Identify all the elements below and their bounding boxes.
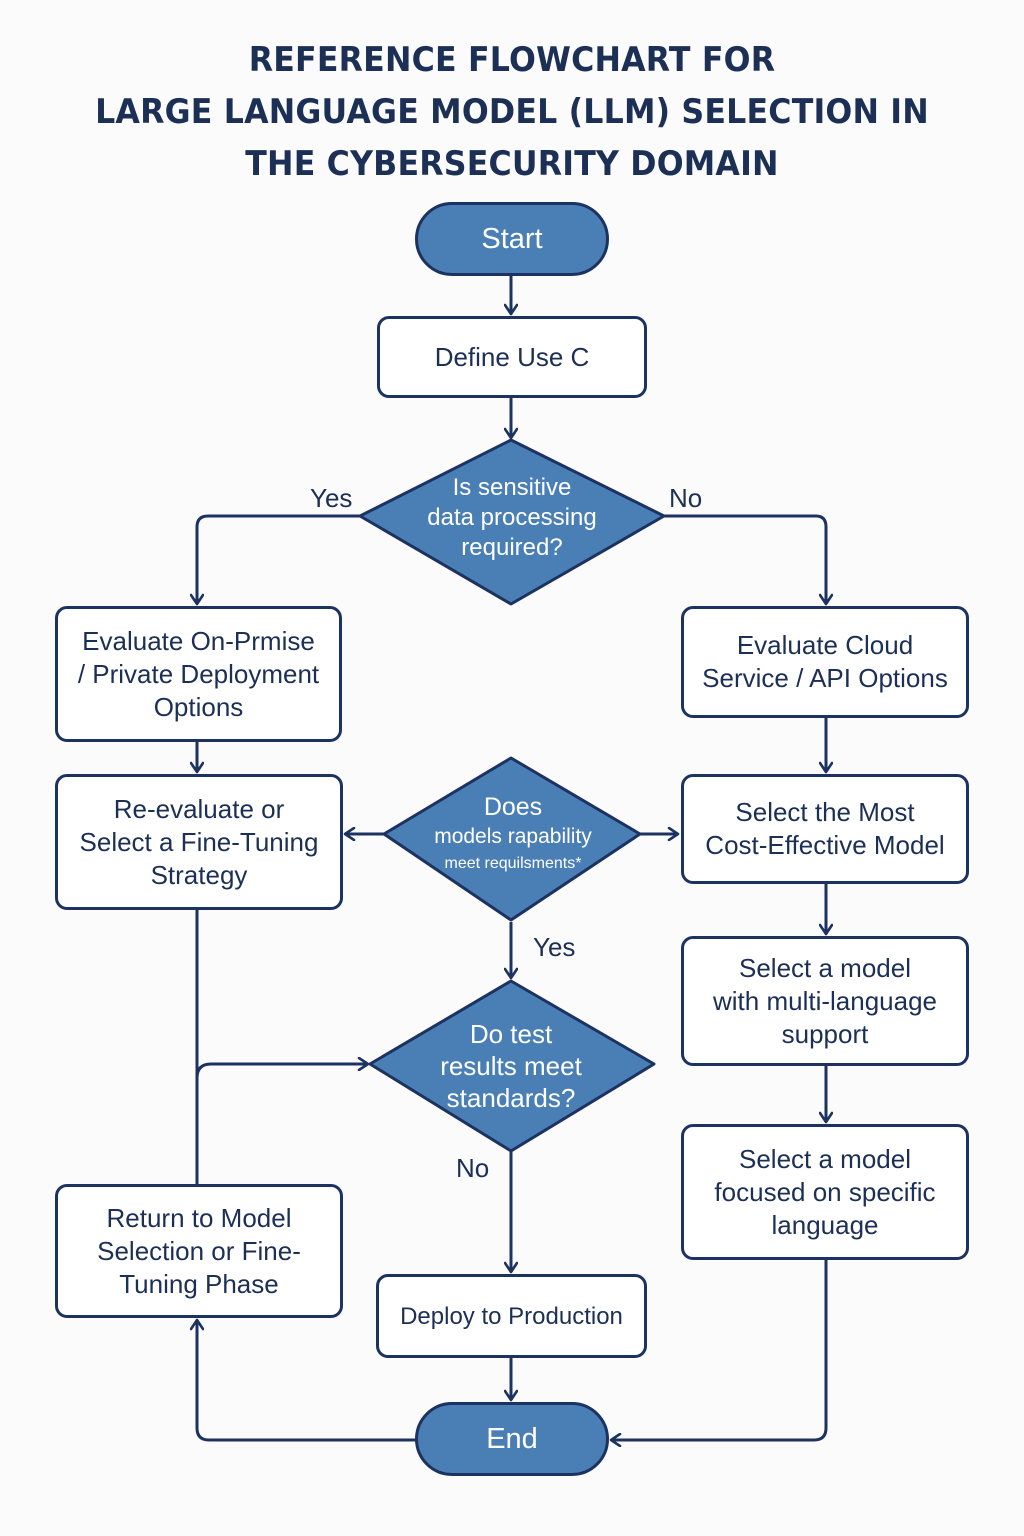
start-label: Start [481, 222, 543, 255]
box-text: Service / API Options [702, 663, 948, 693]
cloud-api-box[interactable]: Evaluate Cloud Service / API Options [681, 606, 969, 718]
box-text: Strategy [150, 859, 248, 890]
box-text: focused on specific [714, 1176, 936, 1207]
title-line: THE CYBERSECURITY DOMAIN [245, 144, 779, 184]
box-text: Cost-Effective Model [705, 830, 945, 860]
box-text: Selection or Fine- [97, 1235, 301, 1266]
box-text: Return to Model [106, 1202, 292, 1233]
cost-effective-box[interactable]: Select the Most Cost-Effective Model [681, 774, 969, 884]
box-text: Deploy to Production [400, 1302, 623, 1330]
box-text: Define Use C [434, 341, 590, 372]
multi-language-box[interactable]: Select a model with multi-language suppo… [681, 936, 969, 1066]
decision-text: results meet [440, 1051, 582, 1081]
box-text: language [771, 1209, 879, 1240]
title-line: LARGE LANGUAGE MODEL (LLM) SELECTION IN [95, 92, 929, 132]
decision-text: Is sensitive [452, 474, 572, 501]
end-label: End [486, 1422, 538, 1455]
reevaluate-box[interactable]: Re-evaluate or Select a Fine-Tuning Stra… [55, 774, 343, 910]
decision-text: models rapability [434, 825, 592, 848]
box-text: Select a model [739, 952, 911, 983]
box-text: Options [153, 691, 244, 722]
edge-sensitive-no [664, 514, 826, 604]
test-results-text: Do test results meet standards? [390, 1016, 632, 1116]
return-phase-box[interactable]: Return to Model Selection or Fine- Tunin… [55, 1184, 343, 1318]
box-text: with multi-language [712, 985, 937, 1016]
box-text: Tuning Phase [119, 1268, 279, 1299]
decision-text: meet requilsments* [444, 855, 582, 872]
edge-rail-to-test [195, 1064, 368, 1079]
edge-label-capability-yes: Yes [533, 932, 576, 962]
title-line: REFERENCE FLOWCHART FOR [248, 40, 776, 80]
edge-label-sensitive-no: No [669, 483, 703, 513]
box-text: Select a Fine-Tuning [79, 826, 319, 857]
box-text: support [781, 1018, 869, 1049]
capability-text: Does models rapability meet requilsments… [400, 786, 626, 882]
edge-specific-to-end [611, 1260, 828, 1440]
box-text: Re-evaluate or [113, 793, 285, 824]
start-node[interactable]: Start [415, 202, 609, 276]
deploy-box[interactable]: Deploy to Production [376, 1274, 647, 1358]
specific-language-box[interactable]: Select a model focused on specific langu… [681, 1124, 969, 1260]
decision-text: Does [483, 793, 543, 821]
edge-end-to-return [197, 1320, 416, 1442]
box-text: Evaluate On-Prmise [82, 625, 315, 656]
edge-sensitive-yes [197, 514, 360, 604]
box-text: Select a model [739, 1143, 911, 1174]
sensitive-data-text: Is sensitive data processing required? [380, 470, 644, 566]
end-node[interactable]: End [415, 1402, 609, 1476]
decision-text: required? [461, 534, 563, 561]
decision-capability [382, 756, 642, 922]
box-text: / Private Deployment [77, 658, 320, 689]
decision-text: standards? [446, 1083, 576, 1113]
edge-label-sensitive-yes: Yes [310, 483, 353, 513]
on-premise-box[interactable]: Evaluate On-Prmise / Private Deployment … [55, 606, 342, 742]
decision-text: Do test [469, 1019, 553, 1049]
box-text: Evaluate Cloud [736, 630, 914, 660]
chart-title: REFERENCE FLOWCHART FOR LARGE LANGUAGE M… [36, 34, 988, 190]
decision-test-results [368, 979, 656, 1153]
decision-sensitive-data [358, 438, 666, 606]
box-text: Select the Most [735, 797, 915, 827]
define-use-case-box[interactable]: Define Use C [377, 316, 647, 398]
edge-label-test-no: No [456, 1153, 490, 1183]
decision-text: data processing [427, 504, 597, 531]
